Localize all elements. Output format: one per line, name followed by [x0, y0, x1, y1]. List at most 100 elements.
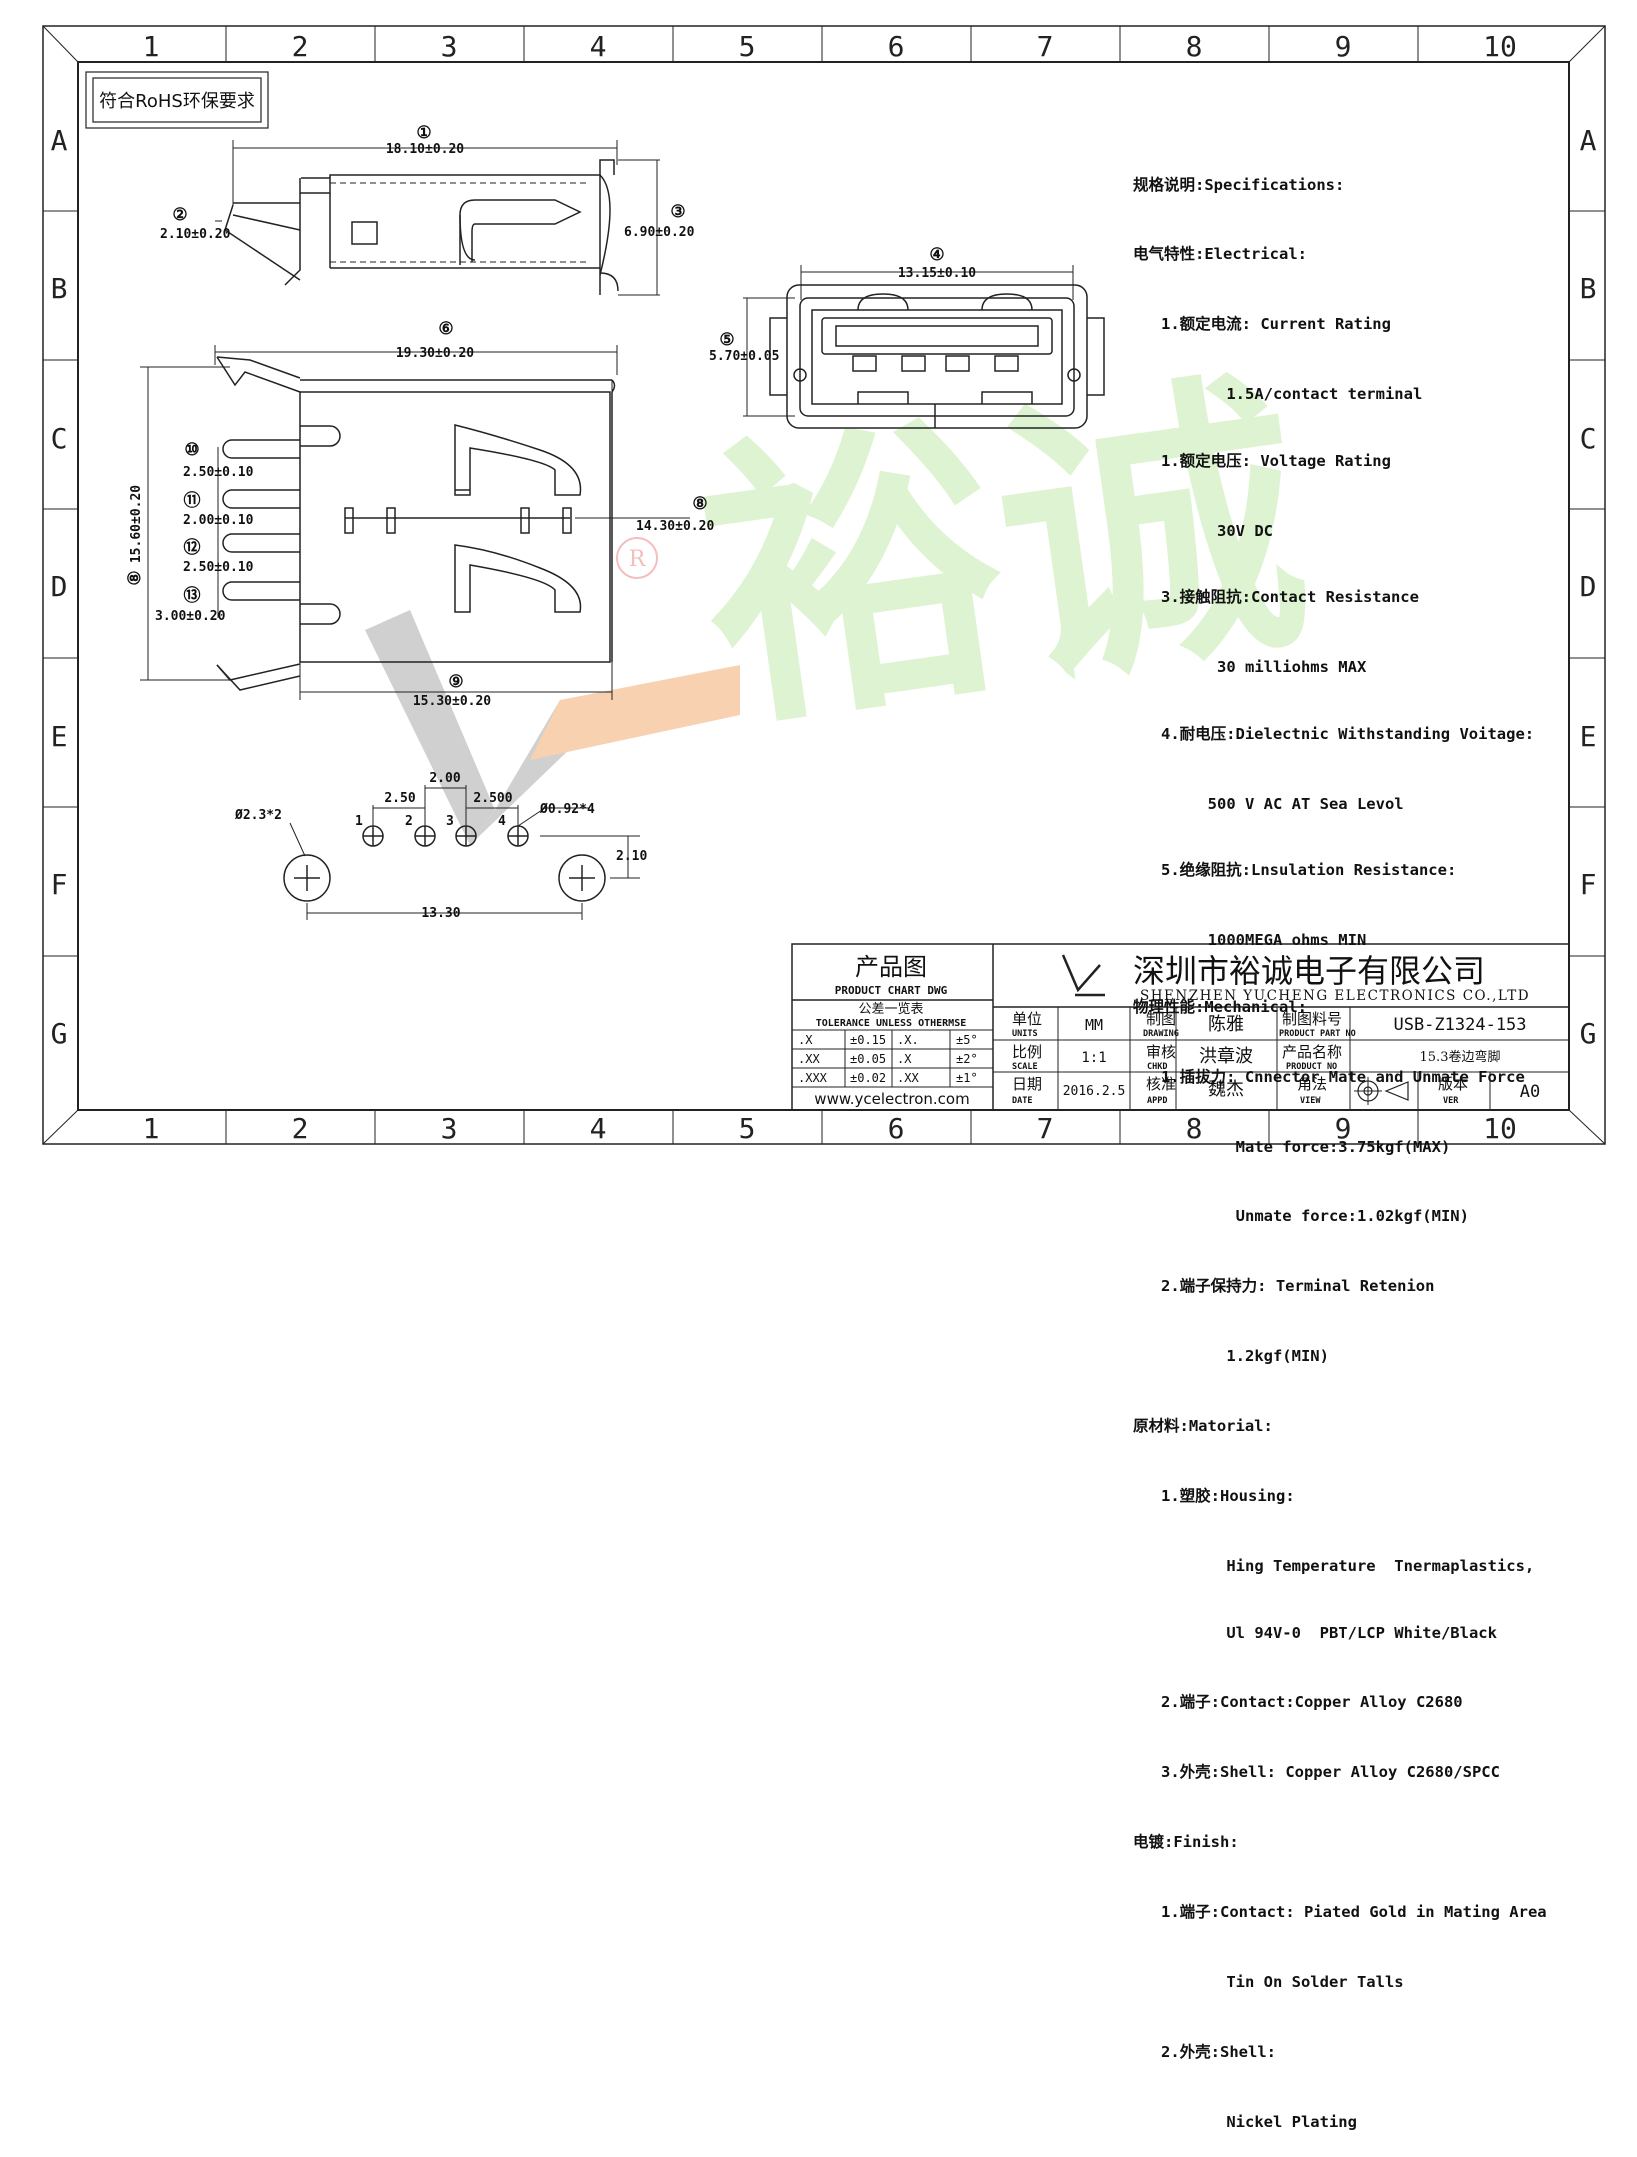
dim-6-num: ⑥	[438, 319, 453, 339]
drawing-canvas: 1 2 3 4 5 6 7 8 9 10 1 2 3 4 5 6 7 8 9 1…	[42, 25, 1606, 1145]
col-label-top: 2	[292, 30, 309, 63]
fp-pin-2: 2	[405, 814, 413, 829]
tol-cell: ±0.15	[850, 1033, 886, 1047]
col-label-top: 1	[143, 30, 160, 63]
spec-line: 4.耐电压:Dielectnic Withstanding Voitage:	[1133, 724, 1535, 743]
registered-mark	[616, 537, 658, 579]
row-label-right: C	[1580, 422, 1597, 455]
row-label-right: A	[1580, 124, 1597, 157]
dim-13-text: 3.00±0.20	[155, 609, 226, 624]
rohs-label: 符合RoHS环保要求	[99, 91, 255, 112]
chkd-cn: 审核	[1146, 1043, 1176, 1061]
spec-line: 1.额定电流: Current Rating	[1133, 315, 1391, 334]
row-label-right: G	[1580, 1017, 1597, 1050]
col-label-top: 9	[1335, 30, 1352, 63]
tol-title: 公差一览表	[858, 1001, 923, 1017]
col-label-bottom: 9	[1335, 1112, 1352, 1145]
svg-text:R: R	[629, 547, 647, 572]
view-cn: 角法	[1297, 1075, 1327, 1093]
row-label-right: E	[1580, 720, 1597, 753]
part-no-cn: 制图料号	[1282, 1010, 1342, 1028]
drawing-cn: 制图	[1146, 1010, 1176, 1028]
tol-cell: ±0.05	[850, 1052, 886, 1066]
spec-line: 1.端子:Contact: Piated Gold in Mating Area	[1133, 1903, 1547, 1922]
units-cn: 单位	[1012, 1010, 1042, 1028]
units-val: MM	[1085, 1016, 1103, 1034]
col-label-bottom: 2	[292, 1112, 309, 1145]
company-en: SHENZHEN YUCHENG ELECTRONICS CO.,LTD	[1140, 988, 1530, 1004]
spec-line: 5.绝缘阻抗:Lnsulation Resistance:	[1133, 861, 1457, 880]
chart-subtitle: PRODUCT CHART DWG	[835, 984, 948, 997]
date-cn: 日期	[1012, 1075, 1042, 1093]
col-label-top: 4	[590, 30, 607, 63]
spec-line: 3.外壳:Shell: Copper Alloy C2680/SPCC	[1133, 1763, 1500, 1782]
row-label-left: F	[51, 868, 68, 901]
row-label-left: C	[51, 422, 68, 455]
row-label-left: A	[51, 124, 68, 157]
row-label-right: D	[1580, 570, 1597, 603]
chkd-val: 洪章波	[1199, 1046, 1253, 1067]
spec-line: 1000MEGA ohms MIN	[1133, 931, 1367, 950]
units-en: UNITS	[1012, 1029, 1038, 1039]
date-en: DATE	[1012, 1096, 1032, 1106]
dim-1-num: ①	[416, 123, 431, 143]
tol-cell: .XXX	[798, 1071, 828, 1085]
fp-pin-hole: Ø0.92*4	[539, 802, 595, 817]
spec-line: 电镀:Finish:	[1133, 1833, 1239, 1852]
scale-val: 1:1	[1081, 1050, 1106, 1066]
dim-2-text: 2.10±0.20	[160, 227, 231, 242]
row-label-left: E	[51, 720, 68, 753]
dim-10-num: ⑩	[184, 440, 199, 460]
drawing-en: DRAWING	[1143, 1029, 1179, 1039]
dim-6-text: 19.30±0.20	[396, 346, 474, 361]
ver-en: VER	[1443, 1096, 1459, 1106]
dim-8b-num: ⑧	[692, 494, 707, 514]
tol-cell: ±2°	[956, 1052, 978, 1066]
tol-cell: .X.	[897, 1033, 919, 1047]
outer-frame	[42, 25, 1606, 1145]
col-label-top: 10	[1483, 30, 1517, 63]
col-label-top: 6	[888, 30, 905, 63]
fp-pin-3: 3	[446, 814, 454, 829]
spec-line: 30 milliohms MAX	[1133, 658, 1367, 677]
dim-9-num: ⑨	[448, 672, 463, 692]
fp-width: 13.30	[421, 906, 460, 921]
fp-mount-hole: Ø2.3*2	[234, 808, 282, 823]
name-en: PRODUCT NO	[1286, 1062, 1337, 1072]
ver-cn: 版本	[1438, 1075, 1468, 1093]
name-cn: 产品名称	[1282, 1043, 1342, 1061]
part-no-en: PRODUCT PART NO	[1279, 1029, 1356, 1039]
spec-line: Mate force:3.75kgf(MAX)	[1133, 1137, 1451, 1156]
col-label-bottom: 6	[888, 1112, 905, 1145]
dim-10-text: 2.50±0.10	[183, 465, 254, 480]
scale-cn: 比例	[1012, 1043, 1042, 1061]
tol-cell: ±1°	[956, 1071, 978, 1085]
row-label-right: F	[1580, 868, 1597, 901]
appd-cn: 核准	[1146, 1075, 1176, 1093]
spec-line: 物理性能:Mechanical:	[1133, 997, 1307, 1016]
scale-en: SCALE	[1012, 1062, 1038, 1072]
dim-12-num: ⑫	[184, 537, 201, 558]
part-no-val: USB-Z1324-153	[1393, 1015, 1526, 1035]
spec-line: 1.额定电压: Voltage Rating	[1133, 451, 1391, 470]
date-val: 2016.2.5	[1063, 1084, 1126, 1099]
col-label-bottom: 3	[441, 1112, 458, 1145]
col-label-bottom: 5	[739, 1112, 756, 1145]
dim-8-text: 15.60±0.20	[129, 485, 144, 563]
title-block	[791, 943, 1570, 1111]
dim-3-num: ③	[670, 202, 685, 222]
website: www.ycelectron.com	[814, 1090, 969, 1108]
col-label-top: 3	[441, 30, 458, 63]
appd-val: 魏杰	[1208, 1079, 1244, 1100]
view-en: VIEW	[1300, 1096, 1321, 1106]
rohs-box	[85, 71, 269, 129]
fp-spacing-right: 2.500	[473, 791, 512, 806]
tol-cell: ±5°	[956, 1033, 978, 1047]
col-label-bottom: 8	[1186, 1112, 1203, 1145]
spec-line: 原材料:Matorial:	[1133, 1417, 1273, 1436]
spec-line: 30V DC	[1133, 521, 1273, 540]
spec-line: Nickel Plating	[1133, 2112, 1357, 2131]
tol-cell: .X	[897, 1052, 912, 1066]
top-view	[140, 345, 690, 700]
col-label-top: 8	[1186, 30, 1203, 63]
